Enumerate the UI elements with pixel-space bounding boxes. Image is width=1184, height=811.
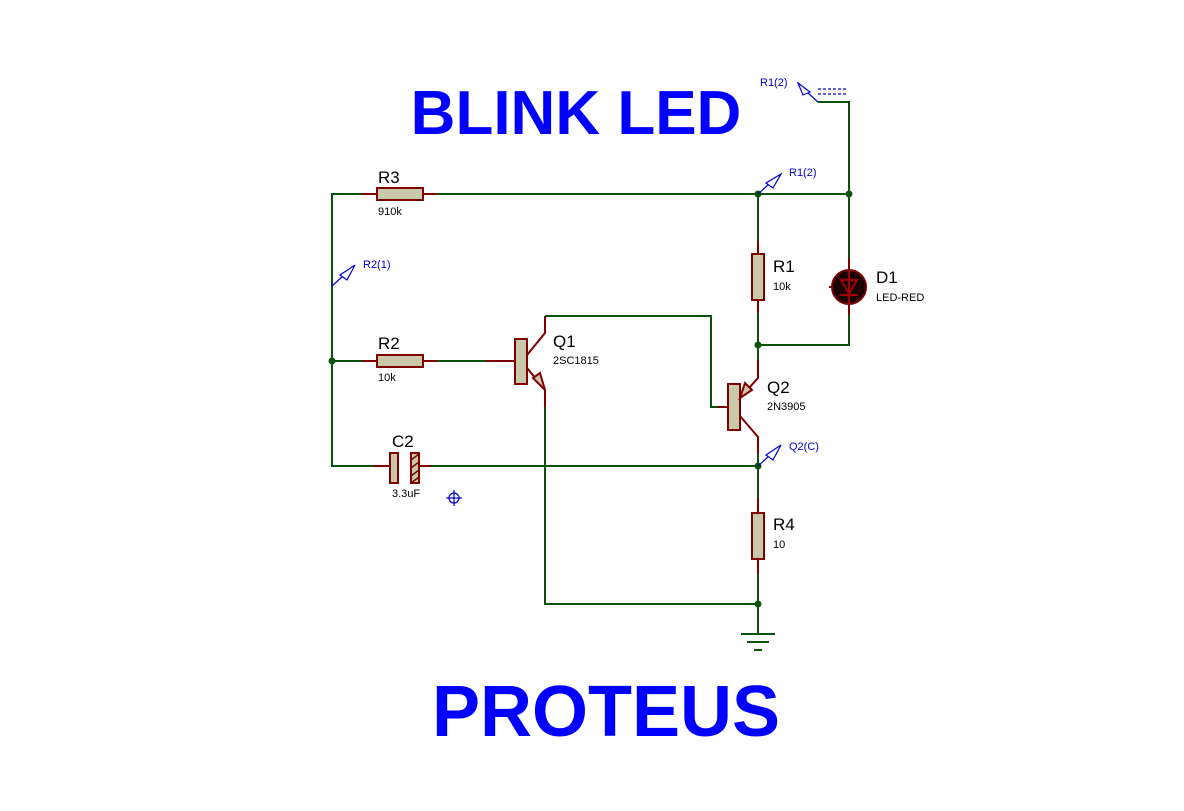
probe-r1-2-label: R1(2) bbox=[789, 167, 817, 179]
probe-arrow-icon bbox=[338, 264, 356, 281]
r1-value: 10k bbox=[773, 281, 791, 293]
d1-ref: D1 bbox=[876, 268, 898, 287]
resistor-r2[interactable]: R2 10k bbox=[362, 334, 437, 384]
terminal-r1-2[interactable]: R1(2) bbox=[760, 77, 847, 103]
q1-ref: Q1 bbox=[553, 332, 576, 351]
resistor-r1[interactable]: R1 10k bbox=[751, 241, 795, 313]
emitter-arrow-icon bbox=[738, 381, 754, 401]
probe-arrow-icon bbox=[764, 444, 782, 461]
led-d1[interactable]: D1 LED-RED bbox=[829, 258, 924, 315]
footer-title: PROTEUS bbox=[432, 672, 780, 752]
r2-ref: R2 bbox=[378, 334, 400, 353]
r3-value: 910k bbox=[378, 206, 402, 218]
probe-r2-1-label: R2(1) bbox=[363, 259, 391, 271]
r1-ref: R1 bbox=[773, 257, 795, 276]
resistor-r3[interactable]: R3 910k bbox=[362, 168, 437, 218]
r4-ref: R4 bbox=[773, 515, 795, 534]
probe-r1-2[interactable]: R1(2) bbox=[757, 167, 817, 195]
wire-left bbox=[331, 193, 373, 467]
wire-d1-bottom bbox=[758, 315, 850, 346]
q2-value: 2N3905 bbox=[767, 401, 806, 413]
origin-crosshair-icon bbox=[446, 490, 462, 506]
transistor-q2[interactable]: Q2 2N3905 bbox=[718, 360, 806, 454]
transistor-q1[interactable]: Q1 2SC1815 bbox=[486, 316, 599, 407]
junction-dot bbox=[754, 600, 762, 608]
terminal-label: R1(2) bbox=[760, 77, 788, 89]
probe-q2-c[interactable]: Q2(C) bbox=[757, 441, 819, 467]
ground-icon bbox=[741, 633, 775, 651]
junction-dot bbox=[328, 357, 336, 365]
r2-value: 10k bbox=[378, 372, 396, 384]
emitter-arrow-icon bbox=[531, 371, 546, 391]
capacitor-c2[interactable]: C2 3.3uF bbox=[373, 432, 431, 500]
c2-ref: C2 bbox=[392, 432, 414, 451]
resistor-r4[interactable]: R4 10 bbox=[751, 498, 795, 574]
probe-q2-c-label: Q2(C) bbox=[789, 441, 819, 453]
title: BLINK LED bbox=[411, 79, 742, 148]
terminal-arrow-icon bbox=[796, 81, 812, 96]
probe-arrow-icon bbox=[764, 172, 783, 189]
junction-dot bbox=[845, 190, 853, 198]
wire-q1e-gnd bbox=[544, 407, 758, 605]
junction-dot bbox=[754, 341, 762, 349]
probe-r2-1[interactable]: R2(1) bbox=[331, 259, 391, 287]
r4-value: 10 bbox=[773, 539, 785, 551]
r3-ref: R3 bbox=[378, 168, 400, 187]
wire-supply bbox=[818, 101, 850, 258]
c2-value: 3.3uF bbox=[392, 488, 420, 500]
q2-ref: Q2 bbox=[767, 378, 790, 397]
wire-q1c-q2b bbox=[545, 315, 718, 408]
d1-value: LED-RED bbox=[876, 292, 924, 304]
q1-value: 2SC1815 bbox=[553, 355, 599, 367]
